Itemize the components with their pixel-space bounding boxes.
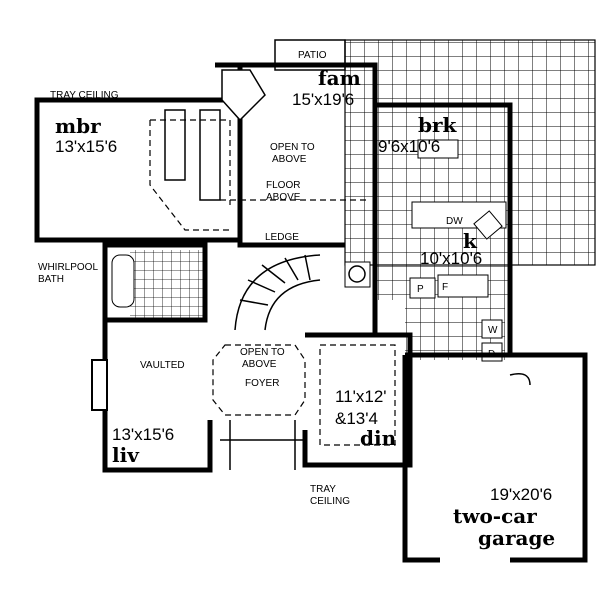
mbr-size: 13'x15'6	[55, 137, 117, 156]
garage-name: two-car	[453, 504, 537, 528]
din-name: din	[360, 426, 397, 450]
dishwasher-label: DW	[446, 216, 463, 227]
foyer-open-label-2: ABOVE	[242, 359, 277, 370]
floor-above-label: FLOOR	[266, 180, 300, 191]
tray-ceiling-label: TRAY CEILING	[50, 90, 119, 101]
family-room: fam 15'x19'6 OPEN TO ABOVE FLOOR ABOVE	[215, 62, 378, 205]
liv-name: liv	[112, 443, 140, 467]
mbr-name: mbr	[55, 114, 101, 138]
washer-label: W	[488, 325, 498, 336]
brk-name: brk	[418, 113, 458, 137]
din-size-2: &13'4	[335, 409, 378, 428]
fridge-label: F	[442, 282, 448, 293]
foyer-open-label: OPEN TO	[240, 347, 285, 358]
dining-room: 11'x12' &13'4 din TRAY CEILING	[302, 332, 413, 507]
fam-size: 15'x19'6	[292, 90, 354, 109]
garage: 19'x20'6 two-car garage	[402, 352, 588, 563]
k-name: k	[463, 229, 478, 253]
open-to-above-label-2: ABOVE	[272, 154, 307, 165]
fam-name: fam	[318, 66, 361, 90]
garage-name-2: garage	[478, 526, 555, 550]
din-size: 11'x12'	[335, 387, 387, 406]
pantry-label: P	[417, 284, 424, 295]
liv-size: 13'x15'6	[112, 425, 174, 444]
living-room: VAULTED 13'x15'6 liv	[91, 320, 213, 473]
breakfast-kitchen: brk 9'6x10'6 DW k 10'x10'6 P F W D	[375, 102, 513, 362]
garage-size: 19'x20'6	[490, 485, 552, 504]
tray-ceiling-din: TRAY	[310, 484, 336, 495]
floor-above-label-2: ABOVE	[266, 192, 301, 203]
foyer: OPEN TO ABOVE FOYER	[212, 344, 306, 470]
k-size: 10'x10'6	[420, 249, 482, 268]
interior-walls	[237, 205, 378, 338]
vaulted-label: VAULTED	[140, 360, 185, 371]
bath-tile-floor	[130, 250, 205, 320]
brk-size: 9'6x10'6	[378, 137, 440, 156]
tray-ceiling-din-2: CEILING	[310, 496, 350, 507]
whirlpool-label: WHIRLPOOL	[38, 262, 98, 273]
open-to-above-label: OPEN TO	[270, 142, 315, 153]
patio-label: PATIO	[298, 50, 327, 61]
whirlpool-bath: WHIRLPOOL BATH	[38, 242, 208, 323]
whirlpool-label-2: BATH	[38, 274, 64, 285]
ledge-label: LEDGE	[265, 232, 299, 243]
foyer-label: FOYER	[245, 378, 279, 389]
stairs: LEDGE	[234, 232, 371, 331]
master-bedroom: mbr 13'x15'6 TRAY CEILING	[34, 90, 243, 243]
